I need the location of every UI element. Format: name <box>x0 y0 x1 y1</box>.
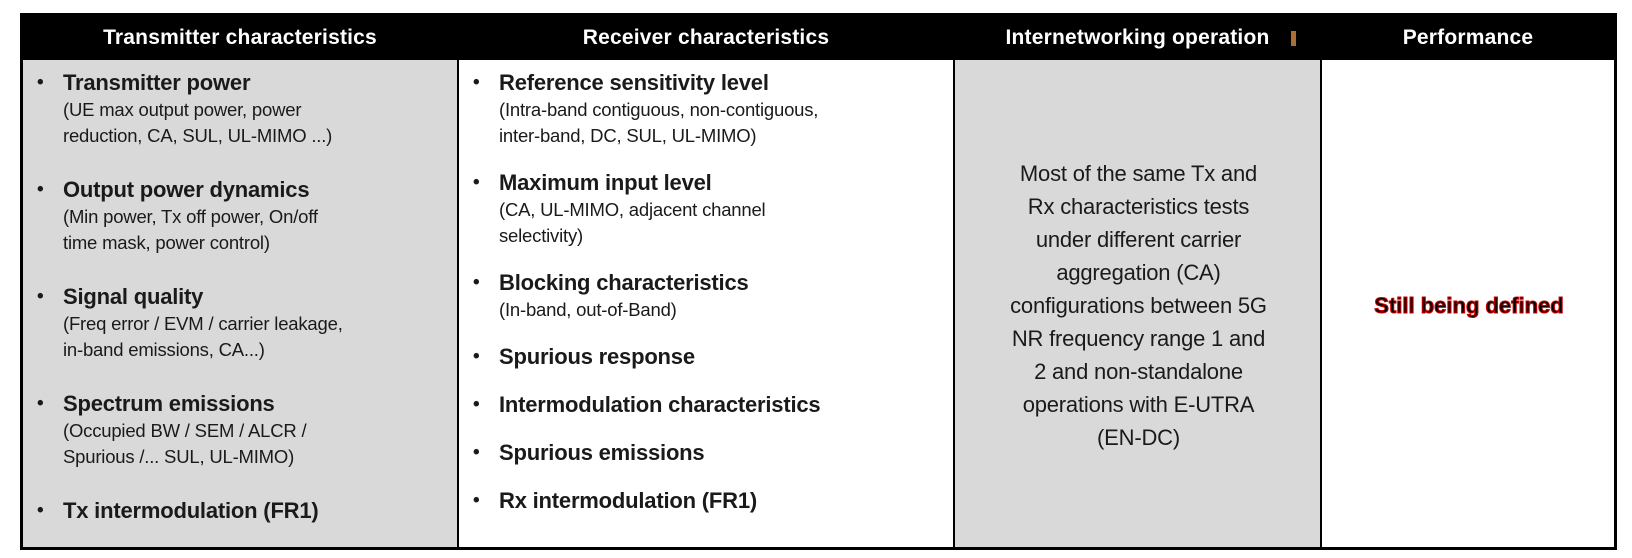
table-body-row: • Transmitter power (UE max output power… <box>23 60 1614 547</box>
item-title: Intermodulation characteristics <box>499 392 821 417</box>
list-item-content: Output power dynamics (Min power, Tx off… <box>63 175 318 256</box>
column-header-receiver: Receiver characteristics <box>457 16 953 60</box>
bullet-icon: • <box>473 442 480 463</box>
bullet-icon: • <box>473 394 480 415</box>
list-item-content: Intermodulation characteristics <box>499 390 821 419</box>
internetworking-description: Most of the same Tx and Rx characteristi… <box>1010 161 1267 450</box>
list-item: • Tx intermodulation (FR1) <box>33 496 449 525</box>
item-title: Spurious emissions <box>499 440 705 465</box>
item-detail: (Min power, Tx off power, On/off time ma… <box>63 206 318 253</box>
bullet-icon: • <box>473 490 480 511</box>
item-title: Rx intermodulation (FR1) <box>499 488 757 513</box>
bullet-icon: • <box>37 393 44 414</box>
list-item-content: Maximum input level (CA, UL-MIMO, adjace… <box>499 168 766 249</box>
list-item: • Reference sensitivity level (Intra-ban… <box>469 68 945 149</box>
item-title: Tx intermodulation (FR1) <box>63 498 319 523</box>
item-title: Spectrum emissions <box>63 391 275 416</box>
list-item-content: Rx intermodulation (FR1) <box>499 486 757 515</box>
table-header-row: Transmitter characteristics Receiver cha… <box>23 16 1614 60</box>
bullet-icon: • <box>473 346 480 367</box>
list-item: • Spurious response <box>469 342 945 371</box>
list-item: • Maximum input level (CA, UL-MIMO, adja… <box>469 168 945 249</box>
performance-status-text: Still being defined <box>1374 292 1565 318</box>
item-detail: (Occupied BW / SEM / ALCR / Spurious /..… <box>63 420 307 467</box>
list-item-content: Spurious emissions <box>499 438 705 467</box>
column-header-performance: Performance <box>1320 16 1614 60</box>
column-performance: Still being defined <box>1320 60 1614 547</box>
item-title: Output power dynamics <box>63 177 310 202</box>
list-item-content: Spectrum emissions (Occupied BW / SEM / … <box>63 389 307 470</box>
list-item: • Transmitter power (UE max output power… <box>33 68 449 149</box>
item-title: Blocking characteristics <box>499 270 749 295</box>
list-item: • Blocking characteristics (In-band, out… <box>469 268 945 323</box>
list-item: • Spurious emissions <box>469 438 945 467</box>
bullet-icon: • <box>473 272 480 293</box>
item-detail: (CA, UL-MIMO, adjacent channel selectivi… <box>499 199 766 246</box>
list-item-content: Spurious response <box>499 342 695 371</box>
column-header-transmitter: Transmitter characteristics <box>23 16 457 60</box>
list-item-content: Tx intermodulation (FR1) <box>63 496 319 525</box>
bullet-icon: • <box>37 72 44 93</box>
characteristics-table: Transmitter characteristics Receiver cha… <box>20 13 1617 550</box>
list-item-content: Signal quality (Freq error / EVM / carri… <box>63 282 343 363</box>
item-detail: (Intra-band contiguous, non-contiguous, … <box>499 99 819 146</box>
column-header-internetworking: Internetworking operation <box>953 16 1320 60</box>
item-title: Signal quality <box>63 284 204 309</box>
item-detail: (In-band, out-of-Band) <box>499 299 677 320</box>
bullet-icon: • <box>37 286 44 307</box>
item-title: Maximum input level <box>499 170 712 195</box>
column-internetworking-operation: Most of the same Tx and Rx characteristi… <box>953 60 1320 547</box>
item-title: Spurious response <box>499 344 695 369</box>
item-title: Reference sensitivity level <box>499 70 769 95</box>
list-item: • Output power dynamics (Min power, Tx o… <box>33 175 449 256</box>
item-detail: (Freq error / EVM / carrier leakage, in-… <box>63 313 343 360</box>
bullet-icon: • <box>473 172 480 193</box>
stray-mark <box>1291 31 1296 46</box>
column-transmitter-characteristics: • Transmitter power (UE max output power… <box>23 60 457 547</box>
column-receiver-characteristics: • Reference sensitivity level (Intra-ban… <box>457 60 953 547</box>
list-item: • Spectrum emissions (Occupied BW / SEM … <box>33 389 449 470</box>
list-item: • Signal quality (Freq error / EVM / car… <box>33 282 449 363</box>
list-item: • Rx intermodulation (FR1) <box>469 486 945 515</box>
list-item-content: Blocking characteristics (In-band, out-o… <box>499 268 749 323</box>
item-title: Transmitter power <box>63 70 251 95</box>
bullet-icon: • <box>37 179 44 200</box>
bullet-icon: • <box>473 72 480 93</box>
item-detail: (UE max output power, power reduction, C… <box>63 99 333 146</box>
bullet-icon: • <box>37 500 44 521</box>
list-item-content: Reference sensitivity level (Intra-band … <box>499 68 818 149</box>
list-item-content: Transmitter power (UE max output power, … <box>63 68 332 149</box>
list-item: • Intermodulation characteristics <box>469 390 945 419</box>
